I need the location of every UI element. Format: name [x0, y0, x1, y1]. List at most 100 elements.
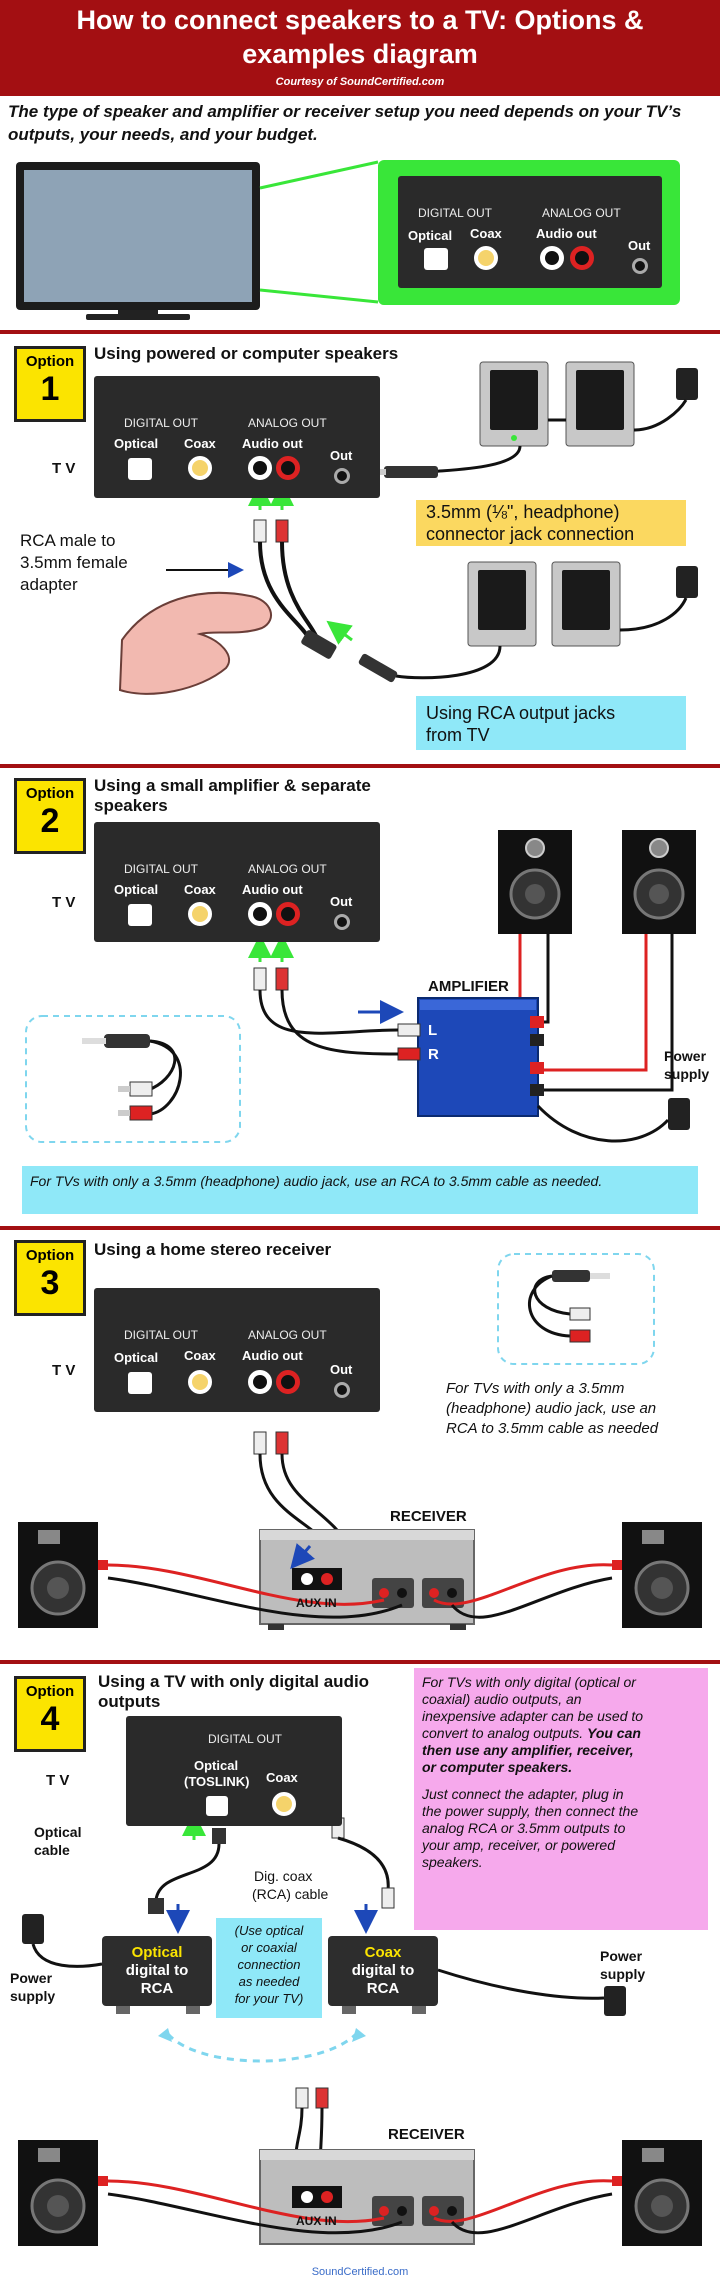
option3-word: Option [25, 1247, 75, 1264]
option2-analog-out-label: ANALOG OUT [248, 862, 327, 876]
option2-adapter-cable-inset [25, 1015, 241, 1143]
option1-adapter-label-1: RCA male to [20, 531, 116, 550]
option2-rca-white-port [248, 902, 272, 926]
option4-info-p1-b: coaxial) audio outputs, an [422, 1691, 582, 1707]
option4-info-p1-d-line: convert to analog outputs. You can [422, 1725, 704, 1742]
option1-headphone-port [334, 468, 350, 484]
option4-use-note: (Use optical or coaxial connection as ne… [216, 1922, 322, 2007]
option1-title: Using powered or computer speakers [94, 344, 399, 363]
option1-digital-out-label: DIGITAL OUT [124, 416, 199, 430]
option4-dig-coax-label-1: Dig. coax [254, 1868, 313, 1884]
option3-note-line-2: (headphone) audio jack, use an [446, 1400, 657, 1417]
option1-adapter-label-3: adapter [20, 575, 78, 594]
page-title-line-1: How to connect speakers to a TV: Options… [76, 5, 644, 35]
option1-optical-port [128, 458, 152, 480]
option1-jack-callout-2: connector jack connection [426, 524, 635, 544]
option4-optical-converter-line-1: Optical [131, 1944, 183, 1961]
option1-rca-callout-2: from TV [426, 725, 490, 745]
intro-text: The type of speaker and amplifier or rec… [8, 102, 682, 144]
option4-optical-cable-label-2: cable [34, 1842, 70, 1858]
option1-jack-callout-1: 3.5mm (⅛", headphone) [426, 502, 620, 522]
option2-headphone-port [334, 914, 350, 930]
option3-number: 3 [40, 1264, 60, 1302]
option4-title-line-2: outputs [98, 1692, 161, 1711]
option2-bookshelf-speakers [498, 830, 696, 934]
analog-out-label: ANALOG OUT [542, 206, 621, 220]
option4-info-p2-e: speakers. [422, 1854, 483, 1870]
option4-optical-cable-label-1: Optical [34, 1824, 82, 1840]
option3-note-line-1: For TVs with only a 3.5mm [446, 1380, 625, 1397]
option1-rca-callout-bg [416, 696, 686, 750]
option3-rca-cable [253, 1431, 350, 1547]
option4-receiver-label: RECEIVER [388, 2126, 465, 2143]
option4-word: Option [25, 1683, 75, 1700]
option4-coax-converter-line-3: RCA [366, 1980, 400, 1997]
option2-word: Option [25, 785, 75, 802]
option4-coax-converter-line-1: Coax [364, 1944, 402, 1961]
option3-headphone-port [334, 1382, 350, 1398]
option4-info-p2-a: Just connect the adapter, plug in [422, 1786, 624, 1802]
option1-jack-callout-bg [416, 500, 686, 546]
option3-analog-out-label: ANALOG OUT [248, 1328, 327, 1342]
option1-word: Option [25, 353, 75, 370]
option2-note-bg [22, 1166, 698, 1214]
option4-use-note-5: for your TV) [234, 1991, 304, 2006]
option2-power-label-1: Power [664, 1048, 707, 1064]
option4-info-p1-e: You can [587, 1725, 641, 1741]
option4-optical-converter-label: Optical digital to RCA [102, 1944, 212, 1998]
option1-badge: Option 1 [14, 346, 86, 422]
option2-digital-out-label: DIGITAL OUT [124, 862, 199, 876]
option2-rca-red-port [276, 902, 300, 926]
option2-left-label: L [428, 1022, 438, 1039]
option3-coax-port [188, 1370, 212, 1394]
option3-receiver-label: RECEIVER [390, 1508, 467, 1525]
header-banner: How to connect speakers to a TV: Options… [0, 0, 720, 96]
audio-out-label: Audio out [536, 226, 597, 241]
coax-label: Coax [470, 226, 502, 241]
option2-optical-label: Optical [114, 882, 159, 897]
option4-use-note-1: (Use optical [234, 1923, 304, 1938]
option2-right-label: R [428, 1046, 439, 1063]
option1-adapter-label-2: 3.5mm female [20, 553, 128, 572]
option2-coax-label: Coax [184, 882, 216, 897]
rca-red-port [570, 246, 594, 270]
option2-power-label-2: supply [664, 1066, 710, 1082]
option2-badge: Option 2 [14, 778, 86, 854]
option4-use-note-3: connection [237, 1957, 301, 1972]
option3-rca-white-port [248, 1370, 272, 1394]
page-title-line-2: examples diagram [242, 39, 478, 69]
option3-coax-label: Coax [184, 1348, 216, 1363]
option2-power-supply [536, 1098, 690, 1143]
option4-info-p2-d: your amp, receiver, or powered [422, 1837, 615, 1853]
option4-info-p1-c: inexpensive adapter can be used to [422, 1708, 644, 1724]
option4-coax-label: Coax [266, 1770, 298, 1785]
option3-tv-panel: DIGITAL OUT ANALOG OUT Optical Coax Audi… [94, 1288, 380, 1412]
option4-power-left-1: Power [10, 1970, 53, 1986]
option1-tv-panel: DIGITAL OUT ANALOG OUT Optical Coax Audi… [94, 376, 380, 498]
option4-coax-converter-label: Coax digital to RCA [328, 1944, 438, 1998]
option1-powered-speakers-bottom [358, 561, 698, 683]
option1-number: 1 [40, 370, 60, 408]
option3-badge: Option 3 [14, 1240, 86, 1316]
option4-info-p1-g: or computer speakers. [422, 1759, 573, 1775]
option1-optical-label: Optical [114, 436, 159, 451]
option4-aux-in-label: AUX IN [296, 2214, 337, 2228]
option3-rca-red-port [276, 1370, 300, 1394]
option2-tv-label: T V [52, 894, 76, 911]
option2-rca-cable [248, 934, 399, 1056]
option3-title: Using a home stereo receiver [94, 1240, 332, 1259]
option3-optical-label: Optical [114, 1350, 159, 1365]
tv-illustration [16, 162, 260, 320]
option4-use-note-2: or coaxial [241, 1940, 297, 1955]
rca-white-port [540, 246, 564, 270]
option1-out-label: Out [330, 448, 353, 463]
option4-power-left-2: supply [10, 1988, 56, 2004]
optical-label: Optical [408, 228, 453, 243]
option4-tv-label: T V [46, 1772, 70, 1789]
hand-illustration [118, 591, 273, 695]
option3-speakers [18, 1522, 702, 1628]
option4-converter-boxes [22, 1914, 626, 2063]
option4-digital-out-label: DIGITAL OUT [208, 1732, 283, 1746]
option2-tv-panel: DIGITAL OUT ANALOG OUT Optical Coax Audi… [94, 822, 380, 942]
option4-power-right-1: Power [600, 1948, 643, 1964]
